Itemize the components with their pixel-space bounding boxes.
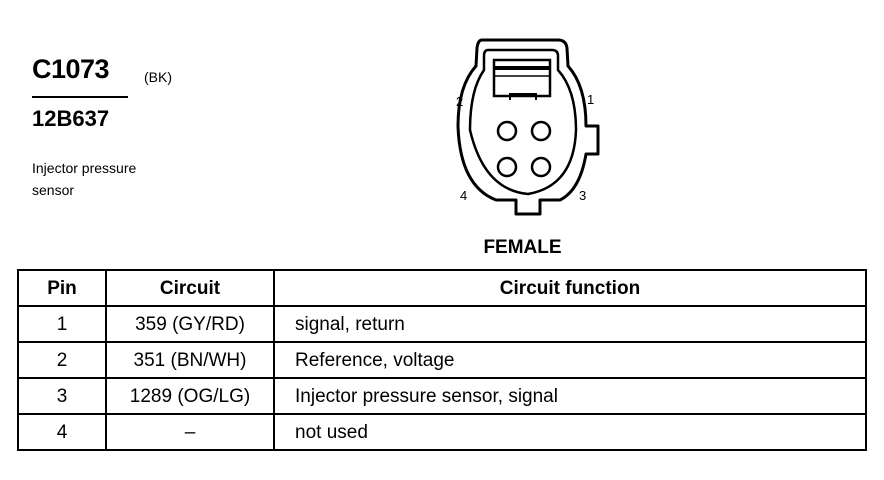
table-row: 2 351 (BN/WH) Reference, voltage [17, 341, 867, 379]
pin-label-1: 1 [587, 92, 594, 107]
cell-function: Injector pressure sensor, signal [273, 377, 867, 415]
pin-cavity-1 [530, 120, 552, 142]
part-number: 12B637 [32, 106, 110, 131]
table-row: 1 359 (GY/RD) signal, return [17, 305, 867, 343]
table-row: 4 – not used [17, 413, 867, 451]
pin-label-3: 3 [579, 188, 586, 203]
pin-cavity-3 [530, 156, 552, 178]
table-row: 3 1289 (OG/LG) Injector pressure sensor,… [17, 377, 867, 415]
connector-description: Injector pressure sensor [32, 160, 137, 198]
header-circuit: Circuit [105, 269, 275, 307]
cell-circuit: – [105, 413, 275, 451]
connector-outer-shell [456, 38, 600, 216]
cell-pin: 2 [17, 341, 107, 379]
cell-circuit: 1289 (OG/LG) [105, 377, 275, 415]
latch-nub [509, 93, 537, 100]
header-pin: Pin [17, 269, 107, 307]
table-header-row: Pin Circuit Circuit function [17, 269, 867, 307]
title-divider [32, 96, 128, 98]
connector-inner-shell [468, 48, 578, 196]
connector-id: C1073 [32, 54, 110, 84]
cell-pin: 1 [17, 305, 107, 343]
cell-function: signal, return [273, 305, 867, 343]
connector-gender-label: FEMALE [483, 237, 562, 258]
cell-circuit: 351 (BN/WH) [105, 341, 275, 379]
header-circuit-function: Circuit function [273, 269, 867, 307]
cell-circuit: 359 (GY/RD) [105, 305, 275, 343]
pinout-table: Pin Circuit Circuit function 1 359 (GY/R… [17, 269, 867, 451]
cell-function: Reference, voltage [273, 341, 867, 379]
connector-face-diagram: 1 2 3 4 [456, 38, 600, 216]
latch-block [492, 58, 552, 98]
cell-pin: 3 [17, 377, 107, 415]
cell-function: not used [273, 413, 867, 451]
pin-cavity-2 [496, 120, 518, 142]
pin-label-4: 4 [460, 188, 467, 203]
pin-cavity-4 [496, 156, 518, 178]
connector-color: (BK) [144, 69, 172, 85]
pin-label-2: 2 [456, 94, 463, 109]
cell-pin: 4 [17, 413, 107, 451]
